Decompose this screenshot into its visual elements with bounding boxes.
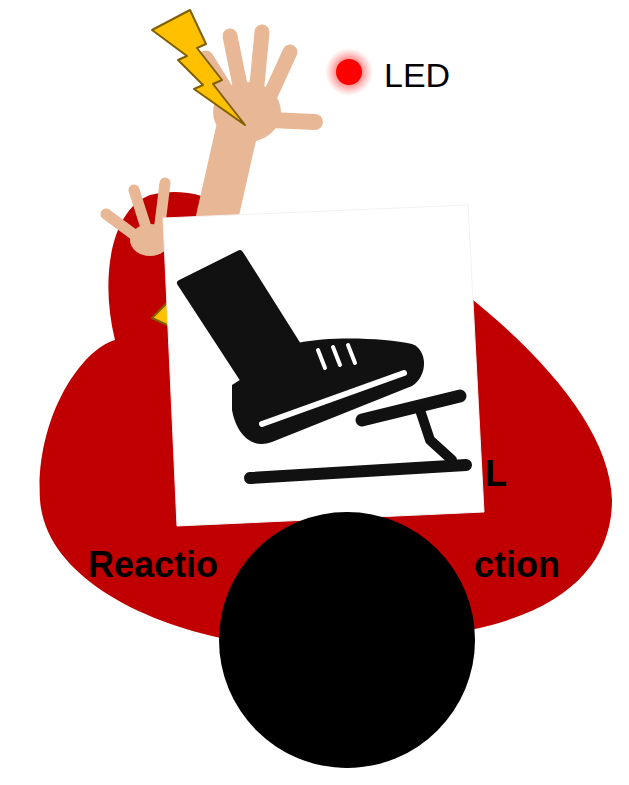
lightning-bolt bbox=[152, 10, 245, 125]
pedal-label: L bbox=[485, 456, 507, 492]
led-label: LED bbox=[384, 58, 450, 92]
led-light bbox=[325, 48, 373, 96]
reaction-label: Reactio bbox=[88, 547, 218, 583]
foot-pedal-icon bbox=[180, 253, 466, 478]
pedal-panel bbox=[163, 205, 484, 526]
left-hand bbox=[106, 183, 170, 256]
right-hand bbox=[206, 32, 315, 240]
reaction-label: ction bbox=[474, 547, 560, 583]
head bbox=[219, 512, 475, 768]
